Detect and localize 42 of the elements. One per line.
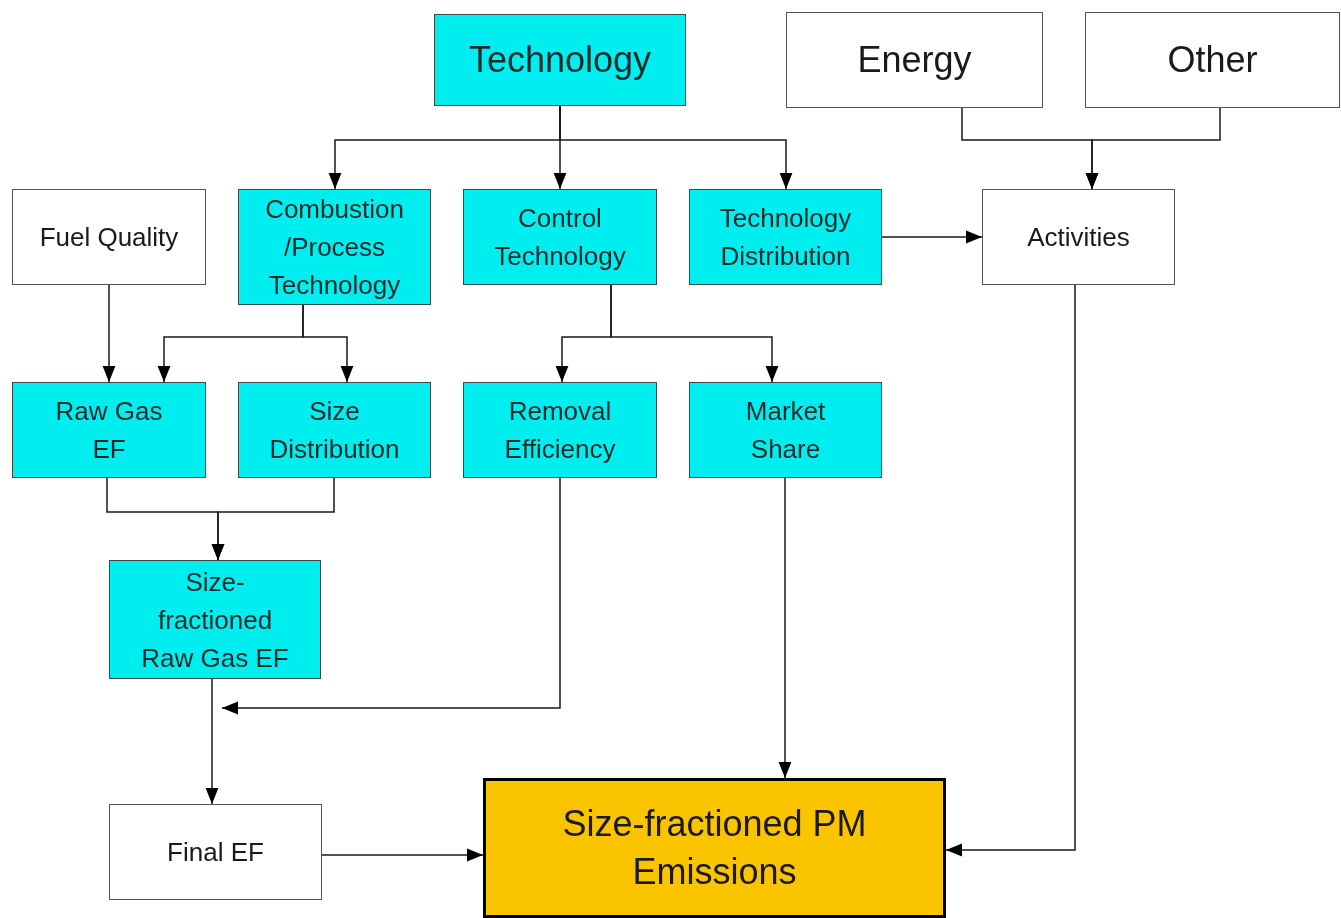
arrow (610, 284, 779, 383)
arrow (945, 284, 1076, 857)
box-label: Activities (1027, 221, 1130, 254)
process-box (238, 382, 431, 478)
process-box (786, 12, 1043, 108)
box-label: Fuel Quality (39, 221, 179, 254)
arrow (221, 477, 561, 715)
box-label: Other (1167, 38, 1258, 82)
process-box (109, 560, 321, 679)
box-label: Removal Efficiency (503, 395, 617, 466)
process-box (434, 14, 686, 106)
box-label: Final EF (167, 836, 264, 869)
process-box (1085, 12, 1340, 108)
process-box (689, 382, 882, 478)
arrow (778, 477, 792, 779)
arrow (559, 105, 793, 190)
process-box (463, 189, 657, 285)
box-label: Technology Distribution (718, 202, 853, 273)
process-box (982, 189, 1175, 285)
box-label: Energy (857, 38, 972, 82)
arrow (211, 477, 335, 561)
box-label: Market Share (744, 395, 827, 466)
box-label: Combustion /Process Technology (264, 193, 405, 302)
process-box (109, 804, 322, 900)
arrow (1085, 107, 1221, 190)
arrow (321, 848, 484, 862)
box-label: Size-fractioned PM Emissions (561, 802, 868, 894)
output-box (483, 778, 946, 918)
process-box (463, 382, 657, 478)
process-box (689, 189, 882, 285)
process-box (12, 189, 206, 285)
process-box (12, 382, 206, 478)
arrow (102, 284, 116, 383)
box-label: Technology (468, 38, 652, 82)
box-label: Size-fractioned Raw Gas EF (140, 565, 290, 675)
box-label: Raw Gas EF (54, 395, 164, 466)
arrow (302, 304, 354, 383)
arrow (881, 230, 983, 244)
arrow (205, 678, 219, 805)
box-label: Size Distribution (268, 395, 401, 466)
process-box (238, 189, 431, 305)
box-label: Control Technology (493, 202, 627, 273)
